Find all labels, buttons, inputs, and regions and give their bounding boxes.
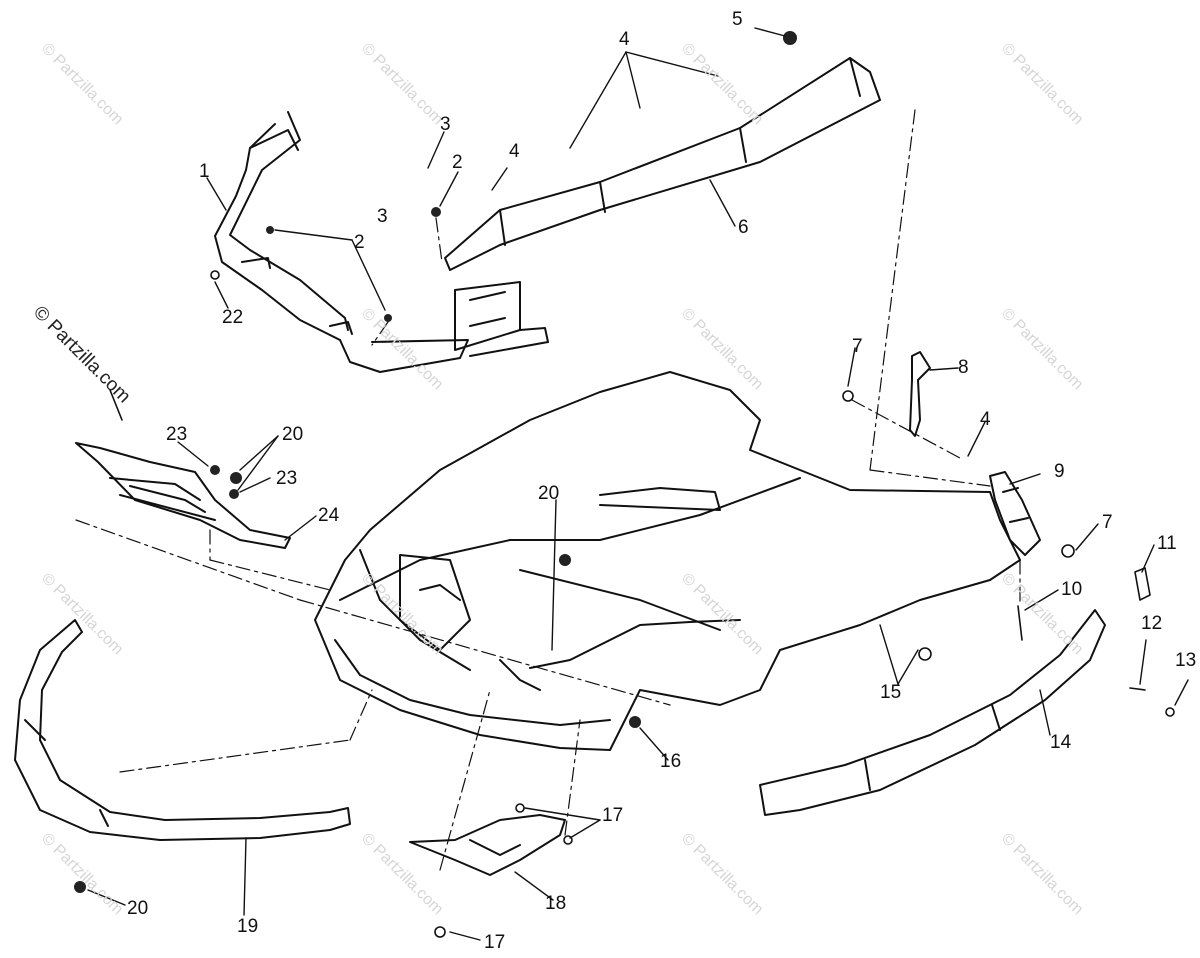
callout-label: 17 <box>484 932 506 953</box>
callout-label: 20 <box>538 483 560 504</box>
part-6-upper-bar <box>444 57 881 357</box>
callout-label: 6 <box>738 217 749 238</box>
part-24-plate <box>75 442 291 549</box>
callout-label: 4 <box>980 409 991 430</box>
callout-label: 13 <box>1175 650 1197 671</box>
callout-label: 2 <box>452 152 463 173</box>
callout-label: 10 <box>1061 579 1083 600</box>
callout-label: 9 <box>1054 461 1065 482</box>
part-1-bracket <box>214 111 469 373</box>
fasteners <box>74 31 797 893</box>
callout-label: 23 <box>276 468 298 489</box>
callout-label: 24 <box>318 505 340 526</box>
callout-label: 8 <box>958 357 969 378</box>
callout-label: 20 <box>127 898 149 919</box>
callout-label: 7 <box>1102 512 1113 533</box>
part-8-strap <box>909 351 931 437</box>
callout-label: 20 <box>282 424 304 445</box>
callout-label: 15 <box>880 682 902 703</box>
alignment-lines <box>75 109 1021 871</box>
main-hood-body <box>314 371 1021 751</box>
callout-label: 4 <box>509 141 520 162</box>
callout-label: 18 <box>545 893 567 914</box>
callout-label: 12 <box>1141 613 1163 634</box>
callout-label: 11 <box>1157 533 1177 554</box>
callout-label: 14 <box>1050 732 1072 753</box>
small-fasteners <box>109 270 1175 938</box>
callout-label: 22 <box>222 307 244 328</box>
callout-label: 2 <box>354 232 365 253</box>
callout-label: 4 <box>619 29 630 50</box>
part-18-plate <box>409 814 566 876</box>
callout-label: 16 <box>660 751 682 772</box>
callout-label: 3 <box>440 114 451 135</box>
leader-lines <box>87 27 1189 941</box>
callout-label: 23 <box>166 424 188 445</box>
part-19-trim <box>14 619 351 841</box>
callout-label: 3 <box>377 206 388 227</box>
callout-label: 5 <box>732 9 743 30</box>
callout-label: 19 <box>237 916 259 937</box>
callout-label: 1 <box>199 161 210 182</box>
part-14-bumper-bar <box>759 609 1106 816</box>
part-9-bracket <box>989 471 1041 556</box>
callout-label: 17 <box>602 805 624 826</box>
callout-label: 7 <box>852 336 863 357</box>
